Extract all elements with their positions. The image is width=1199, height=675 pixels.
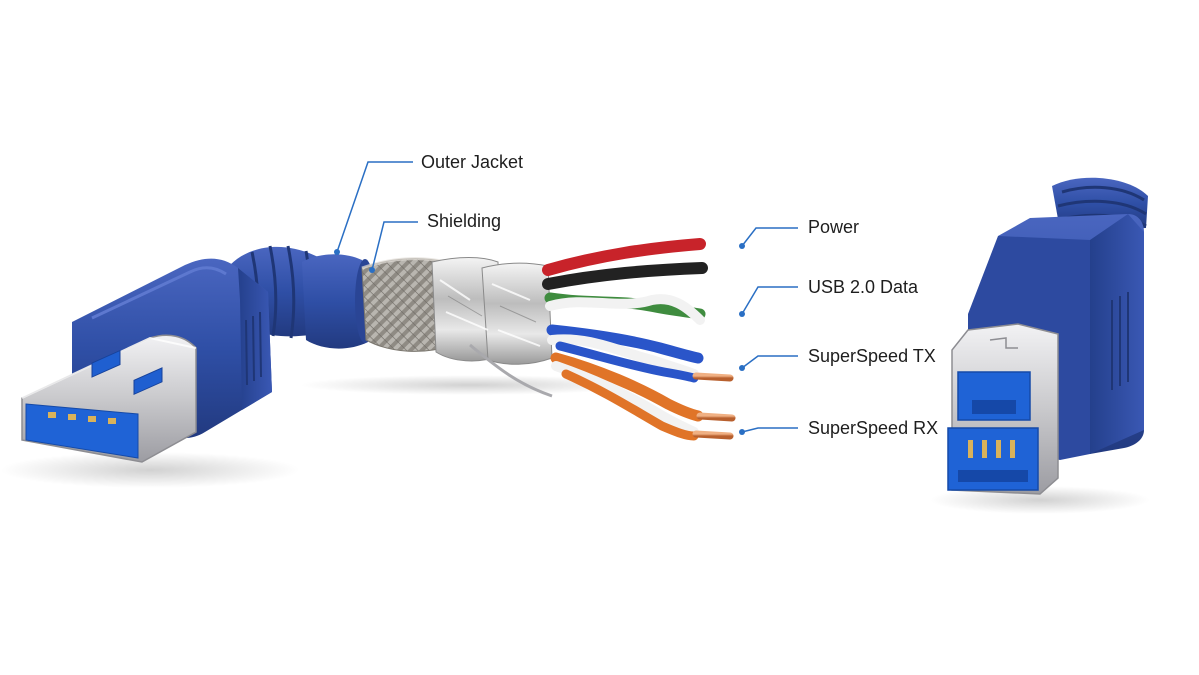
callout-outer-jacket	[336, 161, 413, 253]
label-outer-jacket: Outer Jacket	[421, 152, 524, 172]
wire-orange-rx	[550, 352, 704, 422]
inner-wires	[542, 238, 740, 441]
wire-black	[542, 262, 708, 290]
shadow-cable	[300, 375, 640, 395]
shadow-right	[930, 486, 1150, 514]
label-usb2-data: USB 2.0 Data	[808, 277, 919, 297]
copper-conductors	[692, 240, 740, 440]
callout-shielding	[371, 221, 418, 271]
callout-usb2	[741, 286, 798, 315]
callout-superspeed-tx	[741, 355, 798, 369]
usb-a-connector	[21, 245, 330, 463]
label-superspeed-tx: SuperSpeed TX	[808, 346, 936, 366]
drain-wire	[469, 343, 553, 398]
label-shielding: Shielding	[427, 211, 502, 231]
callout-power	[741, 227, 798, 247]
label-superspeed-rx: SuperSpeed RX	[808, 418, 939, 438]
wire-blue-tx	[546, 324, 704, 364]
shadow-left	[0, 452, 300, 488]
wire-white	[545, 294, 705, 325]
usb-b-connector	[947, 177, 1148, 495]
foil-shield	[431, 257, 553, 398]
label-power: Power	[808, 217, 860, 237]
callout-superspeed-rx	[741, 427, 798, 433]
wire-red	[542, 238, 706, 276]
callout-dots	[334, 243, 745, 435]
callout-lines	[336, 161, 798, 433]
